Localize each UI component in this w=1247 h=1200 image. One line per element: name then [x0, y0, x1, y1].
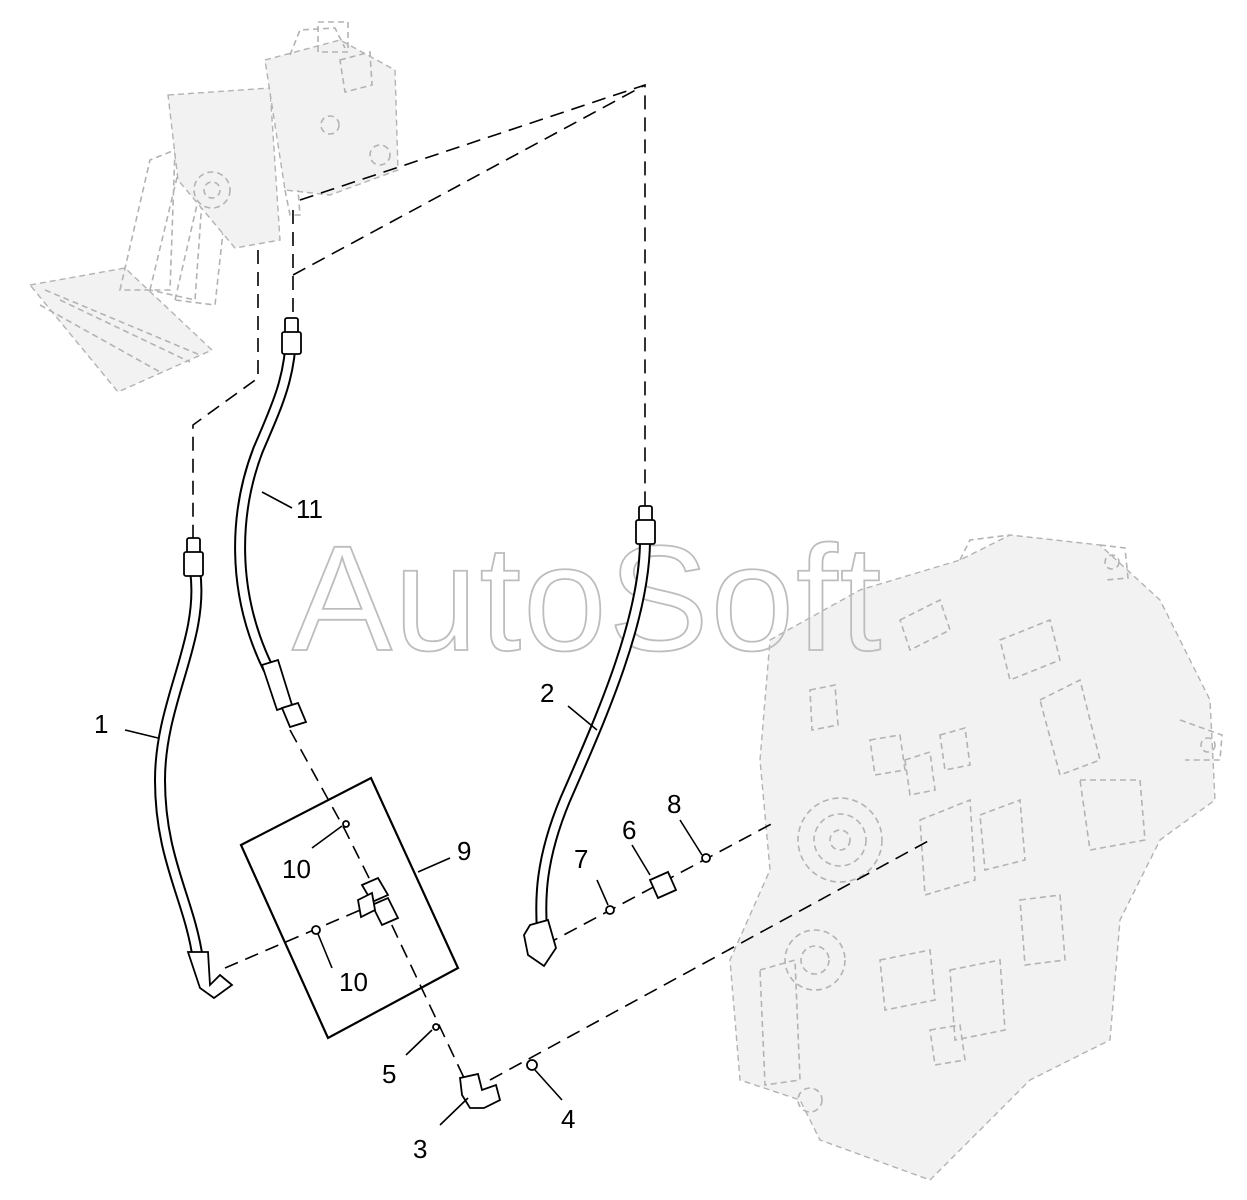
callout-10-upper: 10	[282, 854, 311, 884]
callout-5: 5	[382, 1059, 396, 1089]
callout-1: 1	[94, 709, 108, 739]
callout-3: 3	[413, 1134, 427, 1164]
valve-bracket-9	[239, 776, 460, 1040]
callout-2: 2	[540, 678, 554, 708]
hose-1	[153, 537, 234, 1000]
o-ring-4	[526, 1059, 538, 1071]
callout-9: 9	[457, 836, 471, 866]
autosoft-watermark: AutoSoft	[292, 514, 883, 682]
callout-11: 11	[296, 494, 323, 524]
callout-labels: 1 2 3 4 5 6 7 8 9 10 10 11	[94, 494, 681, 1164]
callout-7: 7	[574, 844, 588, 874]
callout-10-lower: 10	[339, 967, 368, 997]
o-ring-5	[432, 1023, 440, 1031]
brake-pedal-assembly	[28, 21, 399, 393]
adapter-6	[648, 870, 678, 900]
transmission-housing	[729, 534, 1223, 1181]
leader-lines	[124, 491, 703, 1126]
elbow-fitting-3	[459, 1072, 502, 1109]
callout-6: 6	[622, 815, 636, 845]
hose-2	[523, 505, 656, 968]
o-ring-8	[701, 853, 711, 863]
hose-11	[234, 317, 308, 729]
callout-4: 4	[561, 1104, 575, 1134]
routing-lines	[192, 83, 931, 1081]
fittings	[432, 853, 711, 1109]
o-ring-7	[605, 905, 615, 915]
callout-8: 8	[667, 789, 681, 819]
